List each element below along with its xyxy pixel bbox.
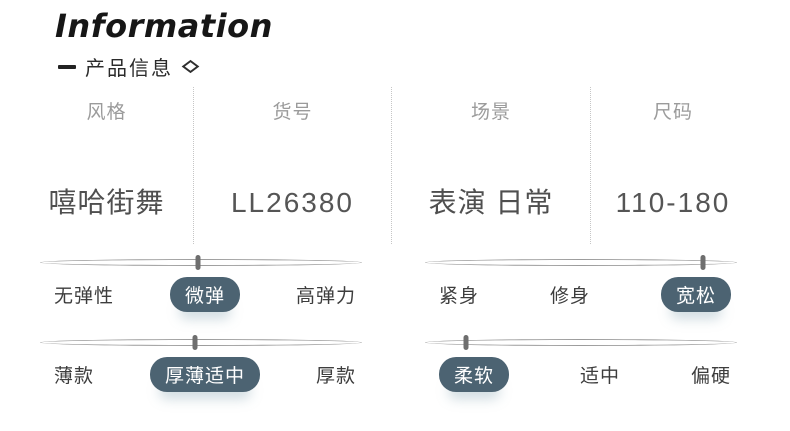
slider-option: 适中	[579, 366, 620, 387]
spec-value: 表演 日常	[428, 187, 554, 218]
slider-option-selected: 厚薄适中	[149, 357, 260, 392]
slider-option-selected: 柔软	[439, 357, 510, 392]
slider-handle	[463, 335, 469, 350]
slider-track-line	[425, 259, 737, 266]
slider-options: 紧身 修身 宽松	[425, 277, 737, 312]
slider-fit: 紧身 修身 宽松	[425, 250, 737, 330]
section-subheader: 产品信息	[58, 52, 273, 81]
spec-value: LL26380	[230, 187, 354, 218]
slider-handle	[192, 335, 198, 350]
slider-track-line	[40, 259, 362, 266]
slider-options: 薄款 厚薄适中 厚款	[40, 357, 362, 392]
slider-option-selected: 宽松	[660, 277, 731, 312]
slider-option: 高弹力	[295, 286, 356, 307]
slider-options: 柔软 适中 偏硬	[425, 357, 737, 392]
slider-track-line	[425, 339, 737, 346]
spec-table: 风格 嘻哈街舞 货号 LL26380 场景 表演 日常 尺码 110-180	[20, 87, 755, 244]
attribute-sliders: 无弹性 微弹 高弹力 紧身 修身 宽松 薄款 厚薄适中	[40, 250, 737, 410]
slider-option: 修身	[549, 286, 590, 307]
slider-elasticity: 无弹性 微弹 高弹力	[40, 250, 362, 330]
spec-label: 场景	[470, 102, 511, 123]
dash-icon	[58, 64, 76, 69]
slider-option: 薄款	[54, 366, 95, 387]
slider-option: 偏硬	[690, 366, 731, 387]
spec-value: 嘻哈街舞	[48, 187, 165, 218]
spec-value: 110-180	[615, 187, 731, 218]
spec-column-size: 尺码 110-180	[590, 87, 755, 244]
section-header: Information 产品信息	[55, 6, 273, 81]
slider-option: 紧身	[439, 286, 480, 307]
slider-track	[40, 335, 362, 350]
slider-track	[40, 255, 362, 270]
spec-column-item-number: 货号 LL26380	[193, 87, 391, 244]
slider-track-line	[40, 339, 362, 346]
slider-option-selected: 微弹	[169, 277, 240, 312]
slider-option: 无弹性	[54, 286, 115, 307]
spec-label: 风格	[86, 102, 127, 123]
slider-thickness: 薄款 厚薄适中 厚款	[40, 330, 362, 410]
slider-handle	[195, 255, 201, 270]
spec-label: 尺码	[652, 102, 693, 123]
slider-option: 厚款	[315, 366, 356, 387]
slider-track	[425, 255, 737, 270]
slider-handle	[700, 255, 706, 270]
slider-softness: 柔软 适中 偏硬	[425, 330, 737, 410]
spec-column-style: 风格 嘻哈街舞	[20, 87, 193, 244]
section-subtitle: 产品信息	[85, 58, 173, 80]
spec-column-scene: 场景 表演 日常	[391, 87, 590, 244]
diamond-icon	[181, 59, 200, 74]
slider-track	[425, 335, 737, 350]
spec-label: 货号	[272, 102, 313, 123]
slider-options: 无弹性 微弹 高弹力	[40, 277, 362, 312]
section-title: Information	[55, 7, 273, 45]
